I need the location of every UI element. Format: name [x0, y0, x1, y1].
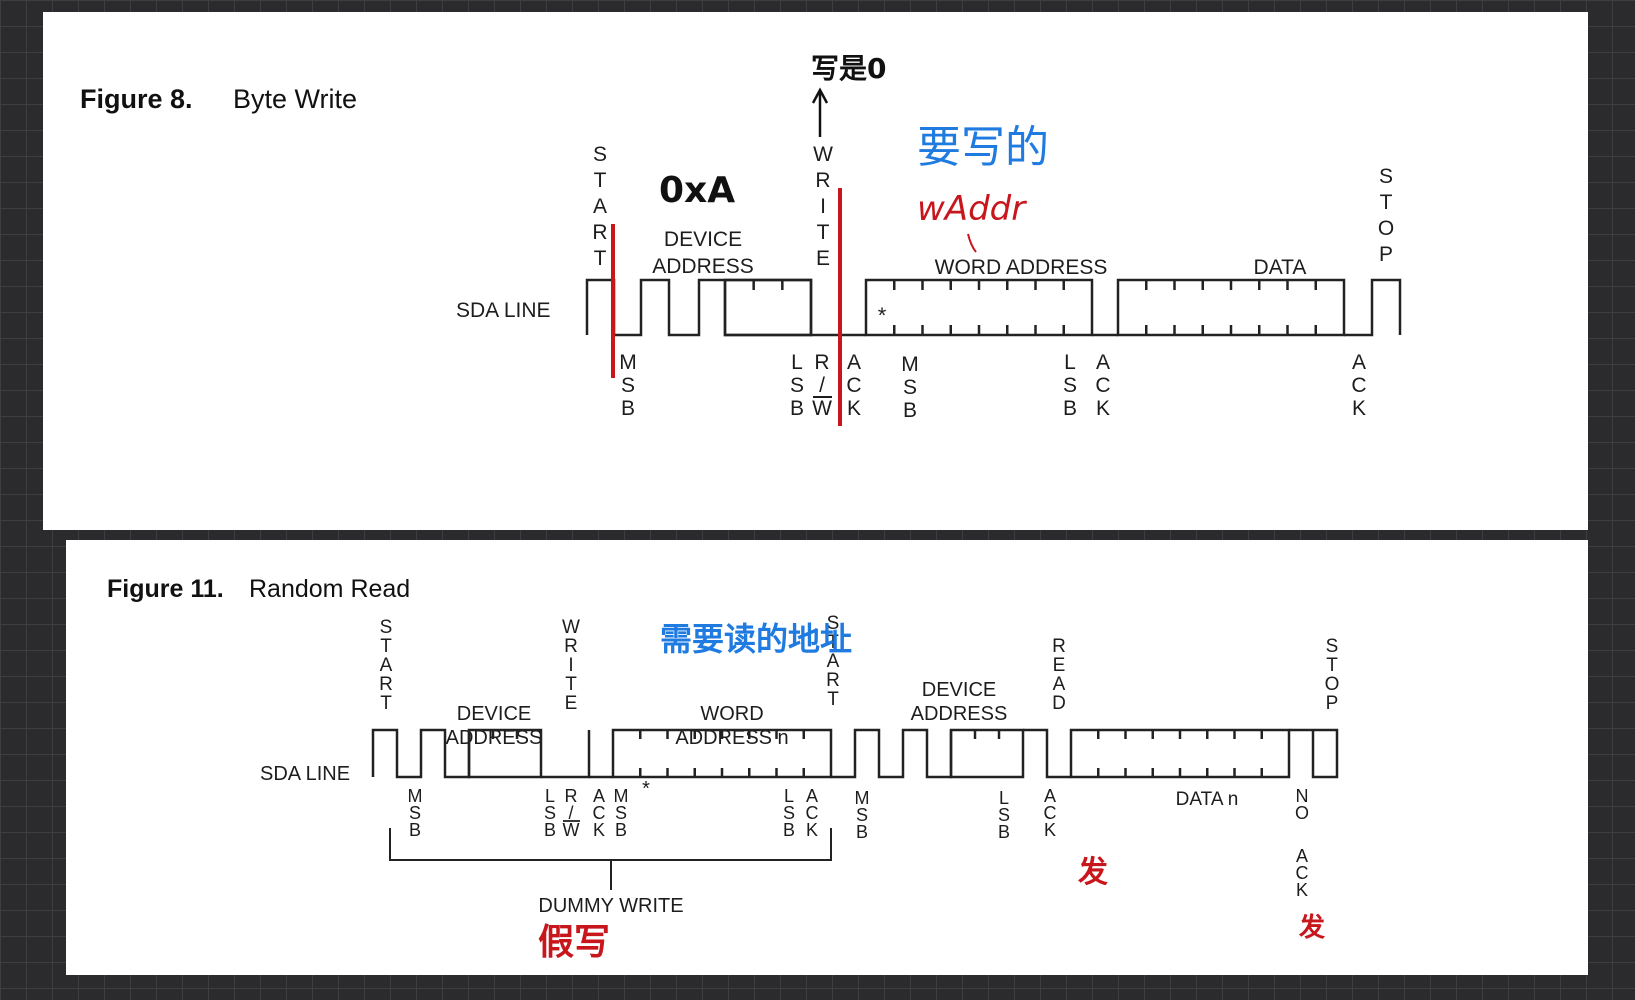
annotation-to-write: 要写的: [917, 122, 1049, 173]
figure-11-number: Figure 11.: [107, 575, 224, 603]
device-address-1-line1: DEVICE: [457, 703, 531, 725]
annotation-0xa: 0xA: [659, 170, 735, 211]
figure-11-title: Random Read: [249, 575, 410, 603]
word-address-n-line1: WORD: [700, 703, 763, 725]
word-address-n-line2: ADDRESS n: [675, 727, 788, 749]
figure-8-diagram: Figure 8. Byte Write SDA LINE DEVICE ADD…: [80, 52, 1402, 426]
dummy-write-bracket: [389, 828, 832, 861]
read-ack-wave: [1023, 728, 1071, 779]
annotation-waddr: wAddr: [917, 189, 1027, 229]
sda-waveform-2: [371, 728, 1339, 779]
dummy-write-label: DUMMY WRITE: [538, 895, 683, 917]
figure-8-panel: Figure 8. Byte Write SDA LINE DEVICE ADD…: [43, 12, 1588, 530]
device-address-wave: [585, 278, 813, 337]
device-address-2-line2: ADDRESS: [911, 703, 1008, 725]
device-bits-box: [723, 278, 813, 337]
start-device-wave: [371, 728, 471, 779]
device-address-2-line1: DEVICE: [922, 679, 996, 701]
device-bits-box-1: [467, 728, 543, 779]
sda-line-label-2: SDA LINE: [260, 763, 350, 785]
restart-device-wave: [831, 728, 953, 779]
arrow-up-icon: [811, 87, 829, 104]
figure-11-diagram: Figure 11. Random Read SDA LINE DEVICE A…: [107, 575, 1339, 963]
annotation-addr-to-read: 需要读的地址: [660, 620, 852, 658]
figure-11-top-labels: DEVICE ADDRESS WORD ADDRESS n DEVICE ADD…: [379, 613, 1339, 749]
sda-line-label: SDA LINE: [456, 299, 551, 322]
data-label: DATA: [1254, 256, 1307, 279]
data-n-label: DATA n: [1176, 789, 1239, 810]
asterisk-marker: *: [878, 303, 887, 328]
figure-8-number: Figure 8.: [80, 84, 193, 114]
annotation-send-1: 发: [1077, 855, 1108, 890]
word-address-label: WORD ADDRESS: [935, 256, 1108, 279]
annotation-send-2: 发: [1298, 912, 1325, 943]
figure-8-title: Byte Write: [233, 84, 357, 114]
stop-wave-2: [1289, 728, 1339, 779]
rw-wave: [541, 730, 591, 779]
rw-label-2: R/W: [563, 786, 580, 840]
sda-waveform: [585, 278, 1402, 337]
device-address-label-line1: DEVICE: [664, 228, 742, 251]
device-address-label-line2: ADDRESS: [652, 255, 754, 278]
annotation-write-is-zero: 写是0: [811, 52, 886, 85]
stop-wave: [1344, 278, 1402, 337]
figure-11-panel: Figure 11. Random Read SDA LINE DEVICE A…: [66, 540, 1588, 975]
asterisk-marker-2: *: [642, 778, 650, 800]
device-bits-box-2: [949, 728, 1025, 779]
rw-label: R/W: [812, 351, 832, 420]
annotation-pointer: [967, 233, 977, 253]
annotation-fake-write: 假写: [538, 922, 610, 963]
